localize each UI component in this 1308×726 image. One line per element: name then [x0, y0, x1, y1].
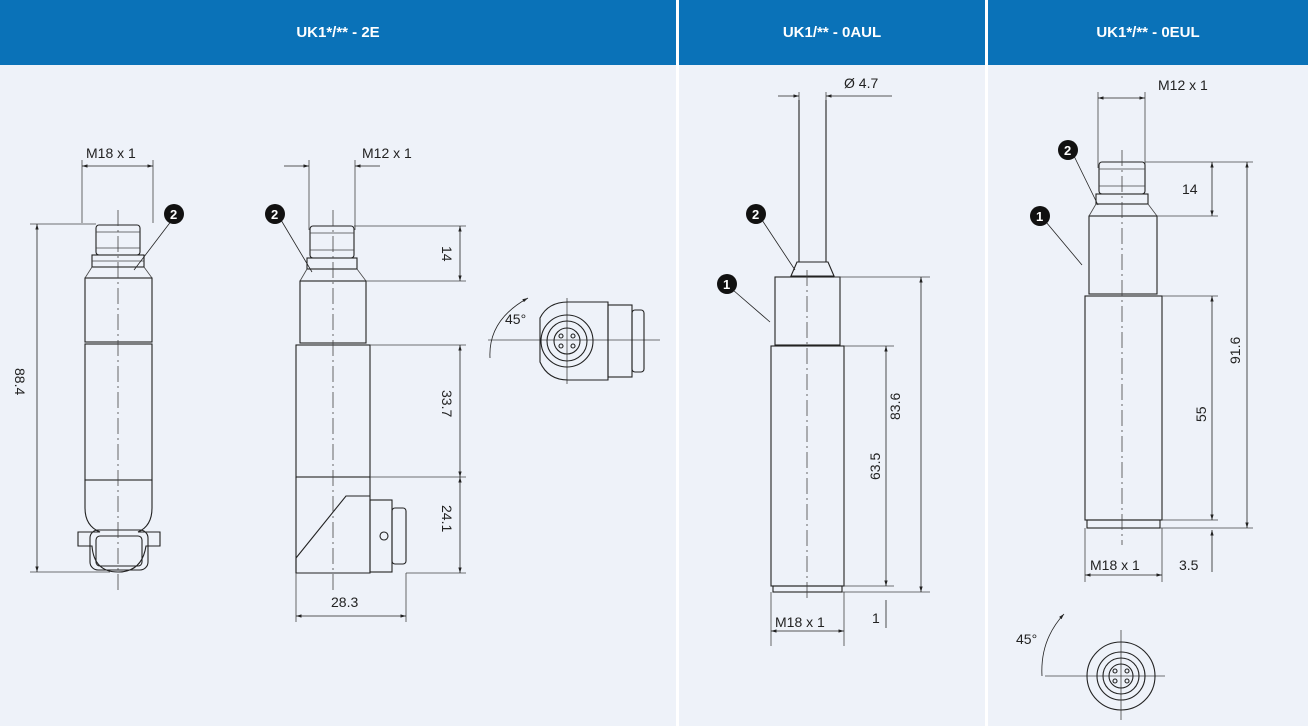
drawing-panel-0aul — [679, 65, 985, 726]
callout-marker-2-front: 2 — [170, 207, 177, 222]
dim-connector-height-0eul: 14 — [1182, 181, 1198, 197]
drawing-panel-0eul — [988, 65, 1308, 726]
callout-marker-1-0eul: 1 — [1036, 209, 1043, 224]
column-header-0eul: UK1*/** - 0EUL — [988, 0, 1308, 65]
dim-body-height-2e: 33.7 — [439, 390, 455, 417]
callout-marker-2-0eul: 2 — [1064, 143, 1071, 158]
dim-total-length-0eul: 91.6 — [1227, 337, 1243, 364]
column-header-0aul: UK1/** - 0AUL — [679, 0, 985, 65]
dim-end-offset-0eul: 3.5 — [1179, 557, 1199, 573]
dim-thread-0aul: M18 x 1 — [775, 614, 825, 630]
dim-thread-front: M18 x 1 — [86, 145, 136, 161]
sensor-2e-front-view: M18 x 1 88.4 2 — [12, 145, 184, 590]
callout-marker-1-0aul: 1 — [723, 277, 730, 292]
dim-angle-2e: 45° — [505, 311, 526, 327]
dim-total-length-2e: 88.4 — [12, 368, 28, 395]
callout-marker-2-0aul: 2 — [752, 207, 759, 222]
dim-thread-0eul: M18 x 1 — [1090, 557, 1140, 573]
dim-head-height-2e: 24.1 — [439, 505, 455, 532]
sensor-0eul-view: M12 x 1 14 55 91.6 — [1016, 77, 1253, 720]
sensor-2e-side-view: M12 x 1 — [265, 145, 466, 622]
dim-thread-length-0eul: 55 — [1193, 406, 1209, 422]
column-title-0aul: UK1/** - 0AUL — [782, 24, 882, 41]
sensor-2e-connector-view: 45° — [488, 297, 660, 384]
dim-thread-length-0aul: 63.5 — [867, 453, 883, 480]
dim-connector-thread-0eul: M12 x 1 — [1158, 77, 1208, 93]
dim-cable-diameter: Ø 4.7 — [844, 75, 878, 91]
sensor-0aul-view: Ø 4.7 83.6 63.5 M18 x 1 1 — [717, 75, 930, 646]
dim-end-offset-0aul: 1 — [872, 610, 880, 626]
column-title-0eul: UK1*/** - 0EUL — [1096, 24, 1200, 41]
dim-head-width-2e: 28.3 — [331, 594, 358, 610]
dim-angle-0eul: 45° — [1016, 631, 1037, 647]
column-title-2e: UK1*/** - 2E — [296, 24, 380, 41]
callout-marker-2-side: 2 — [271, 207, 278, 222]
dim-connector-height-2e: 14 — [439, 246, 455, 262]
dim-thread-side: M12 x 1 — [362, 145, 412, 161]
dim-total-length-0aul: 83.6 — [887, 393, 903, 420]
column-header-2e: UK1*/** - 2E — [0, 0, 676, 65]
